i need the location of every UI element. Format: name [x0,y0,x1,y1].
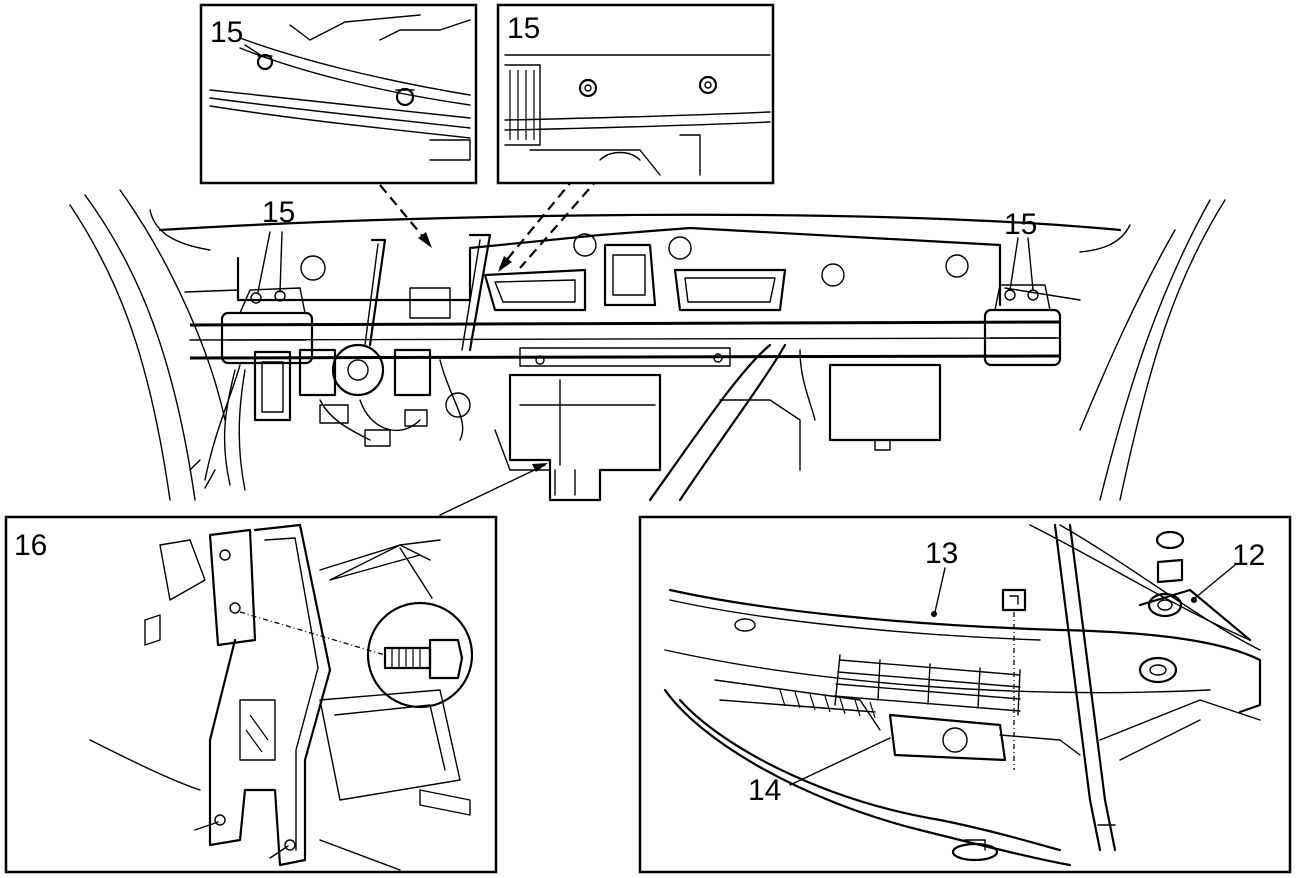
callout-16: 16 [14,529,47,562]
inset-bottom-left: 16 [4,515,498,874]
callout-13: 13 [925,537,958,570]
callout-12: 12 [1232,539,1265,572]
inset-top-left: 15 [199,3,478,185]
callout-15-right: 15 [1004,208,1037,241]
callout-14: 14 [748,774,781,807]
inset-bottom-right: 13 12 14 [638,515,1292,874]
inset-top-center: 15 [496,3,775,185]
callout-15-inset-top-center: 15 [507,12,540,45]
dashboard-main-view: 15 15 [69,164,1226,516]
callout-15-inset-top-left: 15 [210,16,243,49]
callout-15-left: 15 [262,196,295,229]
